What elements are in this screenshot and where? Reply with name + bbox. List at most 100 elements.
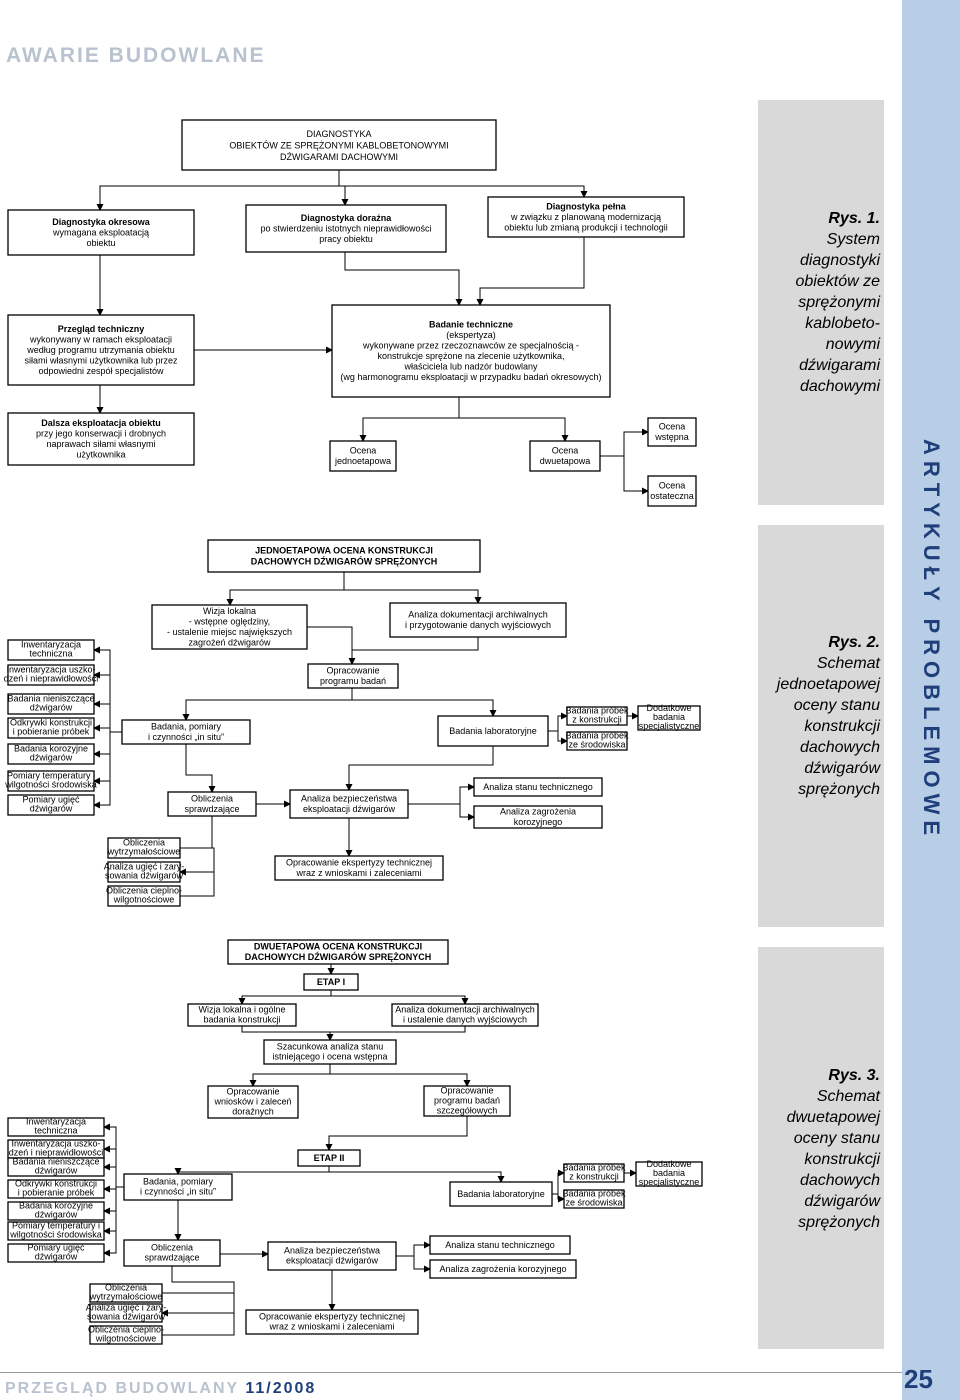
- d2-calc-item-line: wytrzymałościowe: [107, 847, 181, 857]
- connector: [548, 712, 568, 732]
- d2-wizja: Wizja lokalna- wstępne oględziny,- ustal…: [151, 604, 308, 650]
- d3-calc-item-line: wytrzymałościowe: [89, 1292, 163, 1302]
- figure-caption-2: Rys. 2. Schemat jednoetapowej oceny stan…: [760, 632, 880, 800]
- connector: [171, 1266, 235, 1293]
- d2-left-item-line: Pomiary ugięć: [22, 795, 80, 805]
- connector: [238, 990, 332, 1005]
- d3-etap2-line: ETAP II: [314, 1153, 345, 1163]
- d2-calc-item-line: Analiza ugięć i zary-: [104, 862, 185, 872]
- d3-left-item-frame: [7, 1243, 105, 1263]
- section-strip: [902, 0, 960, 1400]
- d3-insitu-frame: [123, 1173, 233, 1201]
- d2-probki-srod-line: Badania próbek: [565, 731, 629, 741]
- figure-caption-1: Rys. 1. System diagnostyki obiektów ze s…: [760, 208, 881, 397]
- d1-badanie-frame: [331, 304, 611, 398]
- d3-left-item-frame: [7, 1157, 105, 1177]
- d2-left-item-line: Badania nieniszczące: [7, 694, 94, 704]
- d1-ocena-wstepna-line: Ocena: [659, 422, 686, 432]
- d2-left-item: Inwentaryzacja uszko-dzeń i nieprawidłow…: [4, 664, 99, 686]
- d2-analiza-dok-frame: [389, 602, 567, 638]
- d3-bezpieczenstwa-line: eksploatacji dźwigarów: [286, 1256, 379, 1266]
- d1-badanie-line: właściciela lub nadzór budowlany: [403, 362, 538, 372]
- d3-calc-item-frame: [89, 1325, 163, 1345]
- d2-calc-item-line: sowania dźwigarów: [105, 871, 184, 881]
- d2-laboratoryjne: Badania laboratoryjne: [437, 715, 549, 747]
- d1-ocena-wstepna-frame: [647, 417, 697, 447]
- d3-laboratoryjne: Badania laboratoryjne: [449, 1181, 553, 1207]
- d1-pelna-frame: [487, 196, 685, 238]
- d3-wnioski-line: doraźnych: [232, 1107, 274, 1117]
- d1-dorazna-line: pracy obiektu: [319, 234, 373, 244]
- d2-left-item-line: dźwigarów: [30, 753, 73, 763]
- d1-przeglad-line: Przegląd techniczny: [58, 324, 145, 334]
- d2-bezpieczenstwa-frame: [289, 789, 409, 819]
- d2-left-item-frame: [7, 717, 95, 739]
- d3-insitu-line: Badania, pomiary: [143, 1177, 214, 1187]
- d1-pelna-line: Diagnostyka pełna: [546, 201, 627, 211]
- d3-etap1-line: ETAP I: [317, 977, 345, 987]
- d3-calc-item: Analiza ugięć i zary-sowania dźwigarów: [86, 1303, 166, 1323]
- d3-left-item-frame: [7, 1201, 105, 1221]
- connector: [241, 1026, 334, 1041]
- connector: [476, 237, 585, 306]
- d2-left-item-line: dzeń i nieprawidłowości: [4, 674, 99, 684]
- d1-okresowa-line: Diagnostyka okresowa: [52, 217, 151, 227]
- caption-label: Rys. 2.: [828, 634, 880, 651]
- d2-title-line: JEDNOETAPOWA OCENA KONSTRUKCJI: [255, 546, 433, 556]
- d3-szacunkowa-frame: [263, 1039, 397, 1065]
- d2-analiza-dok-line: Analiza dokumentacji archiwalnych: [408, 610, 548, 620]
- d3-probki-srod-line: ze środowiska: [565, 1198, 622, 1208]
- d2-wizja-line: Wizja lokalna: [203, 606, 256, 616]
- d1-dalsza-line: użytkownika: [76, 450, 125, 460]
- caption-label: Rys. 1.: [828, 210, 880, 227]
- d3-zagrozenia: Analiza zagrożenia korozyjnego: [429, 1259, 577, 1279]
- d3-analiza-dok-line: Analiza dokumentacji archiwalnych: [395, 1005, 535, 1015]
- d2-wizja-frame: [151, 604, 308, 650]
- connector: [459, 804, 475, 821]
- connector: [329, 1171, 505, 1183]
- d1-ocena-jedno-frame: [329, 440, 397, 472]
- d1-badanie: Badanie techniczne(ekspertyza)wykonywane…: [331, 304, 611, 398]
- d1-przeglad-line: według programu utrzymania obiektu: [26, 345, 175, 355]
- d1-root-frame: [181, 119, 497, 171]
- d2-dodatkowe-frame: [637, 705, 701, 731]
- d3-etap2: ETAP II: [297, 1149, 361, 1167]
- d3-ekspertyza-frame: [245, 1309, 419, 1335]
- d3-zagrozenia-frame: [429, 1259, 577, 1279]
- d2-ekspertyza-line: Opracowanie ekspertyzy technicznej: [286, 858, 432, 868]
- d3-left-item-line: dźwigarów: [35, 1210, 78, 1220]
- connector: [557, 731, 568, 745]
- d1-ocena-ostateczna-line: Ocena: [659, 481, 686, 491]
- d2-calc-item-line: Obliczenia: [123, 838, 165, 848]
- connector: [162, 1292, 235, 1336]
- d3-left-item-line: dzeń i nieprawidłowości: [9, 1148, 104, 1158]
- d2-program-line: Opracowanie: [326, 666, 379, 676]
- d2-left-item-line: Inwentaryzacja: [21, 640, 81, 650]
- caption-text: Schemat dwuetapowej oceny stanu konstruk…: [786, 1088, 880, 1231]
- d1-przeglad-line: wykonywany w ramach eksploatacji: [29, 334, 172, 344]
- d3-dodatkowe-line: Dodatkowe: [646, 1159, 691, 1169]
- d2-ekspertyza-frame: [274, 855, 444, 881]
- d3-etap1: ETAP I: [303, 973, 359, 991]
- running-header: AWARIE BUDOWLANE: [6, 44, 266, 67]
- d3-dodatkowe-line: badania: [653, 1168, 685, 1178]
- d3-obliczenia-line: Obliczenia: [151, 1243, 193, 1253]
- d2-stanu-frame: [473, 777, 603, 797]
- d2-left-item-frame: [7, 639, 95, 661]
